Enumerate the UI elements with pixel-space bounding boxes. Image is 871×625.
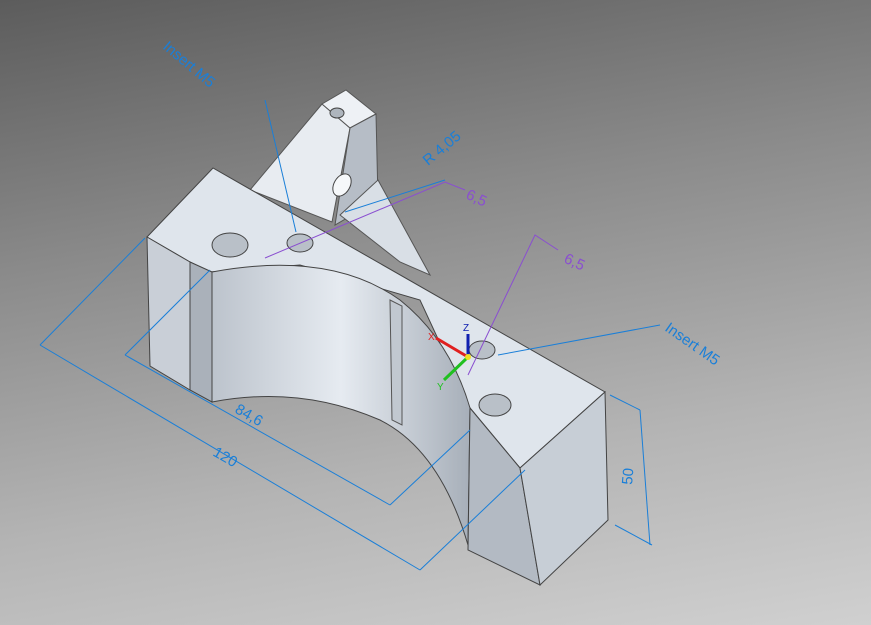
right-block-front xyxy=(519,390,609,587)
insert-right-label: Insert M5 xyxy=(662,319,723,369)
left-block-front xyxy=(146,236,191,391)
coordinate-triad: X Z Y xyxy=(428,323,471,393)
dim-50: 50 xyxy=(619,467,637,485)
dim-6-5-right: 6,5 xyxy=(561,250,587,274)
triad-x: X xyxy=(428,332,435,343)
triad-y: Y xyxy=(437,382,444,393)
dim-6-5-top: 6,5 xyxy=(463,186,489,210)
insert-top-label: Insert M5 xyxy=(159,38,218,91)
triad-z: Z xyxy=(463,323,469,334)
radius-label: R 4,05 xyxy=(420,128,465,169)
dimension-lines-alt xyxy=(264,181,559,376)
dimension-lines xyxy=(39,99,661,571)
upright-bracket xyxy=(249,89,432,277)
